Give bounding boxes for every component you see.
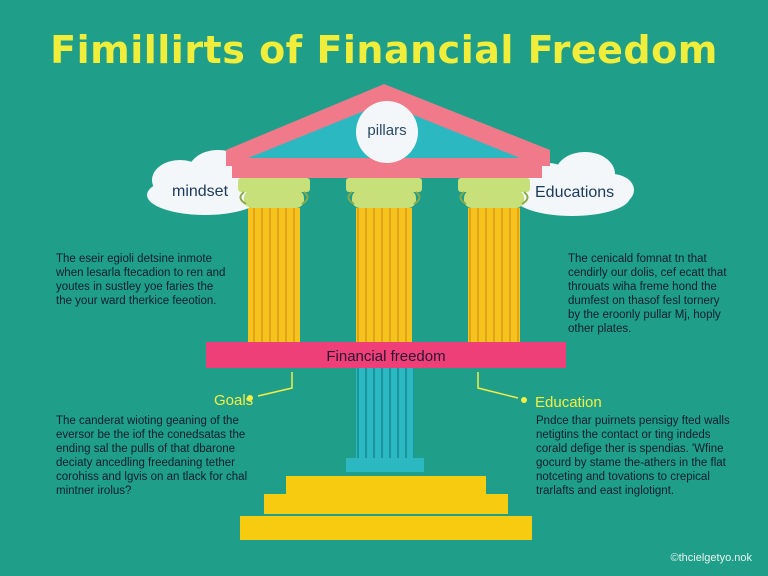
text-line: when lesarla ftecadion to ren and [56,267,226,279]
step-top [286,476,486,494]
column-right [468,208,520,343]
text-line: youtes in sustley yoe faries the [56,281,214,293]
page-title: Fimillirts of Financial Freedom [50,28,718,72]
text-line: other plates. [568,323,632,335]
paragraph-bottom-left: The canderat wioting geaning of the ever… [56,414,247,498]
text-line: notceting and tovations to crepical [536,471,710,483]
paragraph-top-left: The eseir egioli detsine inmote when les… [56,252,225,308]
text-line: by the eroonly pullar Mj, hoply [568,309,721,321]
step-bottom [240,516,532,540]
band-label: Financial freedom [326,348,446,365]
text-line: the your ward therkice feeotion. [56,295,217,307]
goals-connector [257,372,293,397]
capital-middle [346,178,422,208]
text-line: deciaty ancedling freedaning tether [56,457,236,469]
goals-connector-dot [247,395,253,401]
text-line: mintner irolus? [56,485,132,497]
watermark: ©thcielgetyo.nok [670,552,753,564]
pediment-badge [356,101,418,163]
architrave [232,166,542,178]
text-line: cendirly our dolis, cef ecatt that [568,267,727,279]
capital-left [238,178,310,208]
text-line: The canderat wioting geaning of the [56,415,239,427]
pediment-label: pillars [367,122,407,139]
text-line: corohiss and lgvis on an tlack for chal [56,471,248,483]
lower-column [356,368,414,460]
education-label: Education [535,394,602,411]
text-line: The eseir egioli detsine inmote [56,253,212,265]
education-connector-dot [521,397,527,403]
lower-column-base [346,458,424,472]
step-middle [264,494,508,514]
financial-freedom-band [206,342,566,368]
text-line: ending sal the pulls of that dbarone [56,443,236,455]
text-line: The cenicald fomnat tn that [568,253,707,265]
text-line: gocurd by stame the-athers in the flat [536,457,726,469]
goals-label: Goals [214,392,254,409]
education-connector [477,372,519,399]
cloud-left-label: mindset [172,183,229,200]
text-line: Pndce thar puirnets pensigy fted walls [536,415,730,427]
cloud-left [147,150,266,215]
cloud-right-label: Educations [535,184,615,201]
capital-right [458,178,530,208]
paragraph-bottom-right: Pndce thar puirnets pensigy fted walls n… [536,414,730,498]
paragraph-top-right: The cenicald fomnat tn that cendirly our… [568,252,727,336]
column-middle [356,208,412,343]
text-line: dumfest on thasof fesl tornery [568,295,720,307]
text-line: eversor be the iof the conedsatas the [56,429,246,441]
text-line: trarlafts and east inglotignt. [536,485,675,497]
text-line: corald defige ther is spendias. 'Wfine [536,443,724,455]
cloud-right [514,152,634,216]
column-left [248,208,300,343]
text-line: netigtins the contact or ting indeds [536,429,711,441]
text-line: throuats wiha freme hond the [568,281,717,293]
